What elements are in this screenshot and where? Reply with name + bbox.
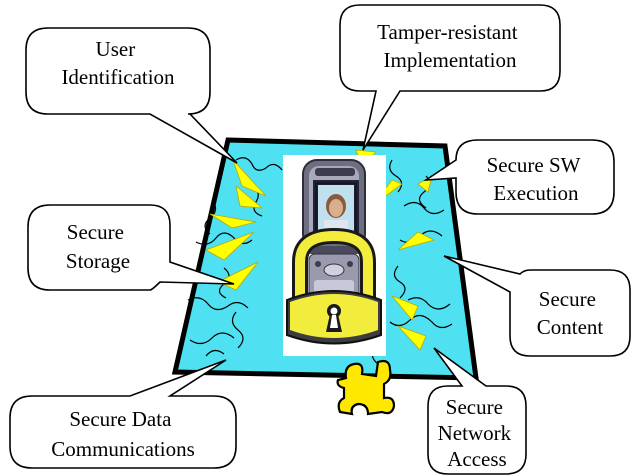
callout-user-identification-line2: Identification xyxy=(61,65,175,89)
svg-text:Secure SW Execution: Secure SW Execution xyxy=(487,153,586,205)
callout-user-identification-line1: User xyxy=(96,37,136,61)
callout-secure-data-line1: Secure Data xyxy=(69,407,172,431)
callout-secure-sw-line2: Execution xyxy=(493,181,579,205)
puzzle-piece-icon xyxy=(336,359,396,416)
callout-secure-network-line1: Secure xyxy=(446,395,503,419)
svg-text:User Identification: User Identification xyxy=(61,37,175,89)
callout-secure-sw-execution: Secure SW Execution xyxy=(423,139,615,215)
callout-tamper-resistant: Tamper-resistant Implementation xyxy=(339,4,561,151)
callout-user-identification: User Identification xyxy=(25,27,238,164)
phone-with-padlock-icon xyxy=(283,155,386,356)
callout-tamper-resistant-line2: Implementation xyxy=(384,48,517,72)
callout-tamper-resistant-line1: Tamper-resistant xyxy=(377,20,518,44)
callout-secure-sw-line1: Secure SW xyxy=(487,153,581,177)
callout-secure-content-line2: Content xyxy=(537,315,604,339)
callout-secure-network-access: Secure Network Access xyxy=(427,347,527,475)
callout-secure-data-line2: Communications xyxy=(51,437,195,461)
callout-secure-storage-line2: Storage xyxy=(66,249,130,273)
callout-secure-data-communications: Secure Data Communications xyxy=(9,359,237,469)
callout-secure-content-line1: Secure xyxy=(539,287,596,311)
svg-text:Secure Data Communicatio: Secure Data Communications xyxy=(51,407,195,461)
callout-secure-content: Secure Content xyxy=(443,255,631,357)
callout-secure-storage: Secure Storage xyxy=(27,204,235,291)
svg-text:Secure Network Acc: Secure Network Access xyxy=(438,395,517,471)
svg-text:Secure Storage: Secure Storage xyxy=(66,220,130,273)
svg-text:Secure Content: Secure Content xyxy=(537,287,604,339)
callout-secure-network-line3: Access xyxy=(447,447,506,471)
svg-text:Tamper-resistant Impleme: Tamper-resistant Implementation xyxy=(377,20,523,72)
callout-secure-network-line2: Network xyxy=(438,421,512,445)
callout-secure-storage-line1: Secure xyxy=(67,220,124,244)
